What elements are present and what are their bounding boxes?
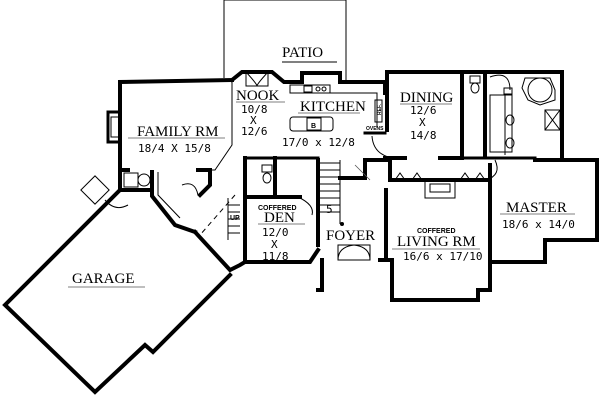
rear-stairs <box>227 198 240 240</box>
stair-count-label: 5 <box>326 203 333 216</box>
den-width: 12/0 <box>262 226 289 239</box>
garage-label: GARAGE <box>72 271 135 287</box>
nook-width: 10/8 <box>241 103 268 116</box>
master-label: MASTER <box>506 200 567 216</box>
stairs-up-label: UP <box>230 215 240 222</box>
kitchen-size: 17/0 x 12/8 <box>282 136 355 149</box>
patio-label: PATIO <box>282 45 323 61</box>
dining-label: DINING <box>400 90 453 106</box>
den-walls <box>243 156 321 264</box>
dining-walls <box>383 70 464 160</box>
nook-x: X <box>250 114 257 127</box>
garage-walls <box>2 175 233 395</box>
foyer-label: FOYER <box>326 228 375 244</box>
dining-depth: 14/8 <box>410 129 437 142</box>
foyer-stairs <box>316 158 392 292</box>
living-room-label: LIVING RM <box>397 234 476 250</box>
nook-walls <box>229 70 302 103</box>
den-depth: 11/8 <box>262 250 289 263</box>
den-coffered-tag: COFFERED <box>258 205 297 212</box>
master-bath <box>460 70 564 162</box>
family-room-size: 18/4 X 15/8 <box>138 142 211 155</box>
ovens-label: OVENS <box>366 126 384 132</box>
island-label: B <box>311 123 316 130</box>
patio-outline <box>223 0 347 82</box>
living-room-size: 16/6 x 17/10 <box>403 250 482 263</box>
den-label: DEN <box>264 210 295 226</box>
nook-depth: 12/6 <box>241 125 268 138</box>
living-coffered-tag: COFFERED <box>417 228 456 235</box>
den-x: X <box>271 238 278 251</box>
laundry-walls <box>118 168 248 273</box>
kitchen-label: KITCHEN <box>300 99 366 115</box>
master-size: 18/6 x 14/0 <box>502 218 575 231</box>
nook-label: NOOK <box>236 88 279 104</box>
ref-label: REF. <box>377 104 383 115</box>
stair-treads <box>320 160 341 224</box>
dining-x: X <box>419 116 426 129</box>
dining-width: 12/6 <box>410 104 437 117</box>
family-room-label: FAMILY RM <box>137 124 218 140</box>
